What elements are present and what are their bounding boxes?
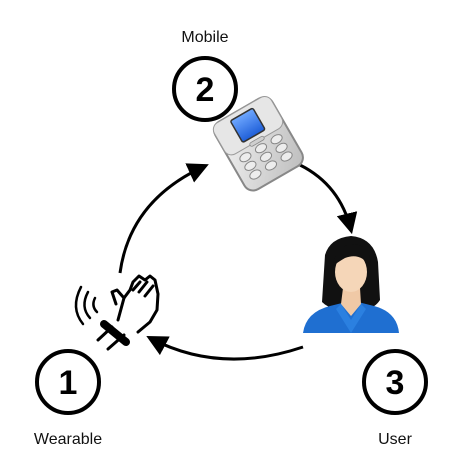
node-2-number: 2 <box>196 71 215 109</box>
mobile-phone-icon <box>212 96 304 192</box>
node-1-label: Wearable <box>34 431 102 448</box>
node-3-badge: 3 <box>362 349 428 415</box>
node-1-badge: 1 <box>35 349 101 415</box>
arrow-mobile-to-user <box>299 163 358 235</box>
node-3-label: User <box>378 431 412 448</box>
wearable-wrist-hand-icon <box>74 274 160 351</box>
node-3-number: 3 <box>386 364 405 402</box>
node-1-number: 1 <box>59 364 78 402</box>
node-2-label: Mobile <box>181 29 228 46</box>
arrow-wearable-to-mobile <box>118 163 209 274</box>
node-2-badge: 2 <box>172 56 238 122</box>
arrow-user-to-wearable <box>146 336 304 361</box>
user-person-icon <box>303 236 399 333</box>
